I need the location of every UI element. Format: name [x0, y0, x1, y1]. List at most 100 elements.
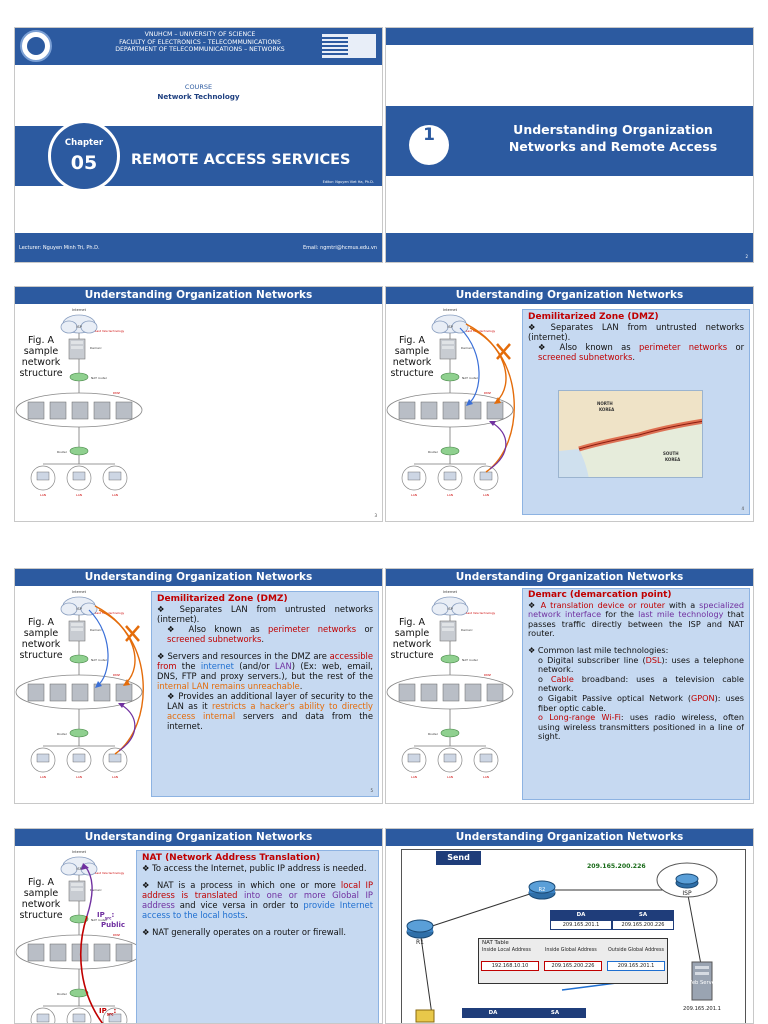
editor-credit: Editor: Nguyen Viet Ha, Ph.D. [322, 180, 374, 184]
svg-text:ISP: ISP [76, 867, 81, 871]
svg-text:LAN: LAN [447, 493, 453, 497]
packet-header-bottom: DA SA [462, 1008, 586, 1023]
slide-section: 1 Understanding Organization Networks an… [385, 27, 754, 263]
internet-cloud-icon [431, 596, 469, 616]
svg-text:Internet: Internet [72, 850, 87, 854]
dmz-servers-icon [27, 683, 133, 702]
demarc-device-icon [68, 338, 86, 360]
svg-text:LAN: LAN [483, 775, 489, 779]
svg-text:NAT router: NAT router [91, 918, 108, 922]
svg-text:NAT router: NAT router [462, 376, 479, 380]
svg-text:Router: Router [428, 450, 439, 454]
dmz-servers-icon [398, 401, 504, 420]
nat-router-icon [440, 654, 460, 664]
ip-public-word: Public [101, 921, 126, 929]
slide-network-figure: Understanding Organization Networks Inte… [14, 286, 383, 522]
dmz-servers-icon [398, 683, 504, 702]
svg-text:Last mile technology: Last mile technology [95, 611, 124, 615]
svg-text:ISP: ISP [682, 890, 692, 897]
institution-text: VNUHCM – UNIVERSITY OF SCIENCE FACULTY O… [115, 31, 285, 53]
svg-text:LAN: LAN [40, 493, 46, 497]
svg-text:R1: R1 [416, 939, 424, 946]
svg-text:Last mile technology: Last mile technology [95, 329, 124, 333]
section-footer: 2 [386, 233, 753, 262]
svg-text:Router: Router [57, 992, 68, 996]
svg-text:ISP: ISP [76, 607, 81, 611]
svg-text:NAT router: NAT router [91, 376, 108, 380]
svg-text:Demarc: Demarc [461, 628, 473, 632]
demarc-device-icon [68, 880, 86, 902]
figure-caption: Fig. A sample network structure [19, 877, 63, 921]
slide-header: Understanding Organization Networks [386, 287, 753, 304]
slide-nat: Understanding Organization Networks Inte… [14, 828, 383, 1024]
svg-text:KOREA: KOREA [599, 407, 615, 412]
course-label: COURSE [184, 83, 213, 91]
figure-caption: Fig. A sample network structure [390, 335, 434, 379]
nat-table: NAT Table Inside Local Address Inside Gl… [478, 938, 668, 984]
dmz-details-box: Demilitarized Zone (DMZ) ❖ Separates LAN… [151, 591, 379, 797]
slide-dmz-details: Understanding Organization Networks Inte… [14, 568, 383, 804]
course-name: Network Technology [157, 92, 240, 101]
slide-header: Understanding Organization Networks [15, 829, 382, 846]
faculty-logo [322, 34, 376, 58]
svg-text:DMZ: DMZ [484, 673, 491, 677]
network-diagram: Internet ISP Last mile technology Demarc… [386, 590, 514, 779]
svg-text:209.165.200.226: 209.165.200.226 [587, 863, 646, 870]
dmz-box: Demilitarized Zone (DMZ) ❖ Separates LAN… [522, 309, 750, 515]
slide-header: Understanding Organization Networks [15, 287, 382, 304]
nat-router-icon [440, 372, 460, 382]
network-diagram: Internet ISP Last mile technology Demarc… [386, 308, 515, 497]
email: Email: ngmtri@hcmus.edu.vn [302, 245, 377, 251]
page-number: 2 [745, 254, 748, 259]
svg-text:Demarc: Demarc [90, 628, 102, 632]
router-icon [69, 446, 89, 456]
demarc-box: Demarc (demarcation point) ❖ A translati… [522, 588, 750, 800]
demarc-device-icon [439, 620, 457, 642]
demarc-device-icon [68, 620, 86, 642]
nat-box: NAT (Network Address Translation) ❖ To a… [136, 850, 379, 1023]
figure-caption: Fig. A sample network structure [390, 617, 434, 661]
network-diagram: Internet ISP Last mile technology Demarc… [15, 590, 144, 779]
packet-header-top: DA SA 209.165.201.1 209.165.200.226 [550, 910, 674, 934]
svg-text:LAN: LAN [40, 775, 46, 779]
svg-text:SOUTH: SOUTH [663, 451, 679, 456]
lan-laptops-icon [401, 747, 499, 773]
nat-router-icon [69, 372, 89, 382]
section-number: 1 [409, 125, 449, 165]
svg-text:DMZ: DMZ [484, 391, 491, 395]
svg-text:ISP: ISP [447, 607, 452, 611]
svg-text:Internet: Internet [72, 308, 87, 312]
dmz-servers-icon [27, 943, 133, 962]
svg-text:NORTH: NORTH [597, 401, 613, 406]
svg-text:LAN: LAN [76, 493, 82, 497]
svg-text:Router: Router [57, 732, 68, 736]
router-icon [440, 446, 460, 456]
page-number: 5 [370, 788, 373, 793]
lan-laptops-icon [30, 747, 128, 773]
network-diagram: Internet ISP Last mile technology Demarc… [15, 850, 143, 1023]
lan-laptops-icon [30, 465, 128, 491]
slide-header: Understanding Organization Networks [15, 569, 382, 586]
svg-text:LAN: LAN [483, 493, 489, 497]
section-top-band [386, 28, 753, 45]
router-icon [69, 728, 89, 738]
page-number: 4 [741, 506, 744, 511]
svg-text:Web Server: Web Server [687, 980, 718, 986]
ip-local-label: IPsrc: [99, 1007, 117, 1017]
svg-text:LAN: LAN [112, 775, 118, 779]
korea-dmz-map: NORTH KOREA SOUTH KOREA [558, 390, 703, 478]
svg-text:Demarc: Demarc [461, 346, 473, 350]
nat-diagram: Send R1 R2 209.165.200.226 [401, 849, 746, 1023]
internet-cloud-icon [60, 314, 98, 334]
lecturer: Lecturer: Nguyen Minh Tri, Ph.D. [19, 245, 100, 251]
svg-text:ISP: ISP [447, 325, 452, 329]
slide-header: Understanding Organization Networks [386, 569, 753, 586]
chapter-title: REMOTE ACCESS SERVICES [131, 152, 351, 168]
svg-text:Internet: Internet [72, 590, 87, 594]
svg-text:DMZ: DMZ [113, 933, 120, 937]
lan-laptops-icon [401, 465, 499, 491]
chapter-badge: Chapter 05 [48, 120, 120, 192]
figure-caption: Fig. A sample network structure [19, 335, 63, 379]
dmz-servers-icon [27, 401, 133, 420]
isp-cloud-icon [656, 862, 718, 898]
